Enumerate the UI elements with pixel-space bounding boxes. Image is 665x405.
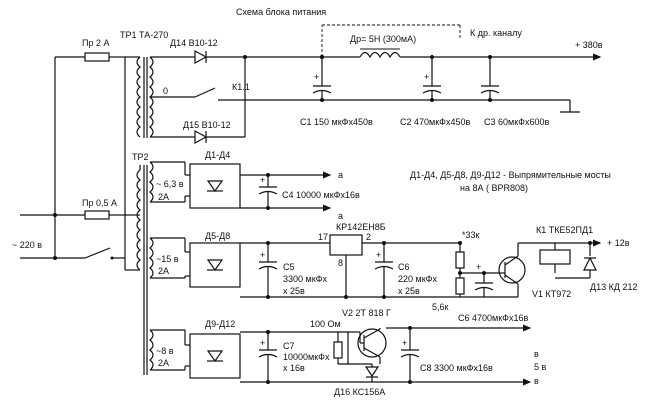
fuse-1: Пр 2 А <box>55 38 125 62</box>
d14-label: Д14 В10-12 <box>170 38 218 48</box>
kr142-label: КР142ЕН8Б <box>336 222 386 232</box>
component-label: 2А <box>158 266 169 276</box>
component-label: х 25в <box>283 286 305 296</box>
component-label: + <box>376 250 381 260</box>
bridge-d5-d8: Д5-Д8 + С5 3300 мкФх х 25в КР142ЕН8Б 17 … <box>150 222 637 323</box>
zero-label: 0 <box>163 86 168 96</box>
component-label: + <box>260 250 265 260</box>
tp1-label: ТР1 ТА-270 <box>120 30 168 40</box>
component-label: 5 в <box>534 362 547 372</box>
bridges-note-1: Д1-Д4, Д5-Д8, Д9-Д12 - Выпрямительные мо… <box>410 170 611 180</box>
c4-label: С4 10000 мкФх16в <box>282 190 360 200</box>
component-label: ~8 в <box>156 346 174 356</box>
c1-label: С1 150 мкФх450в <box>300 117 373 127</box>
schematic-title: Схема блока питания <box>236 7 326 17</box>
fuse-1-label: Пр 2 А <box>82 38 109 48</box>
component-label: х 25в <box>398 286 420 296</box>
plus12-label: + 12в <box>607 238 630 248</box>
mains-switch <box>55 247 125 260</box>
d13-label: Д13 КД 212 <box>590 282 637 292</box>
component-label: Д9-Д12 <box>205 319 235 329</box>
c3-label: С3 60мкФх600в <box>484 117 549 127</box>
component-label: + <box>402 338 407 348</box>
component-label: Д1-Д4 <box>205 150 230 160</box>
component-label: 3300 мкФх <box>283 274 327 284</box>
component-label: 5,6к <box>432 302 449 312</box>
c8-label: С8 3300 мкФх16в <box>420 363 493 373</box>
component-label: + <box>314 72 319 82</box>
component-label: х 16в <box>283 363 305 373</box>
component-label: 100 Ом <box>310 319 341 329</box>
bridge-d1-d4: Д1-Д4 а а + С4 10000 мкФх16в <box>150 150 360 221</box>
choke-label: Др= 5Н (300мА) <box>350 34 416 44</box>
component-label: 220 мкФх <box>398 274 437 284</box>
tp2-label: ТР2 <box>132 152 149 162</box>
d15-label: Д15 В10-12 <box>183 120 231 130</box>
fuse-2-label: Пр 0,5 А <box>82 198 117 208</box>
mains-input: ~ 220 в <box>12 57 57 260</box>
v2-label: V2 2Т 818 Г <box>342 308 391 318</box>
component-label: в <box>534 376 539 386</box>
k1-label: К1 ТКЕ52ПД1 <box>536 225 593 235</box>
transformer-tp1: ТР1 ТА-270 <box>120 30 175 271</box>
other-channel-label: К др. каналу <box>470 28 522 38</box>
component-label: + <box>476 262 481 272</box>
component-label: + <box>260 338 265 348</box>
component-label: 2А <box>158 192 169 202</box>
component-label: ~15 в <box>156 254 179 264</box>
plus380-label: + 380в <box>575 40 603 50</box>
component-label: 17 <box>318 232 328 242</box>
c6-big-label: С6 4700мкФх16в <box>458 313 529 323</box>
component-label: а <box>338 211 343 221</box>
v1-label: V1 КТ972 <box>532 289 571 299</box>
hv-rectifier: Д14 В10-12 Д15 В10-12 0 К1.1 Др= 5Н (300… <box>163 24 603 145</box>
fuse-2: Пр 0,5 А <box>55 198 125 220</box>
component-label: *33к <box>462 230 480 240</box>
component-label: в <box>534 349 539 359</box>
mains-label: ~ 220 в <box>12 240 42 250</box>
component-label: 2 <box>366 232 371 242</box>
component-label: 2А <box>158 358 169 368</box>
c2-label: С2 470мкФх450в <box>400 117 471 127</box>
component-label: С5 <box>283 262 295 272</box>
component-label: С6 <box>398 262 410 272</box>
component-label: 10000мкФх <box>283 352 330 362</box>
component-label: ~ 6,3 в <box>156 179 184 189</box>
component-label: Д5-Д8 <box>205 231 230 241</box>
component-label: а <box>338 170 343 180</box>
component-label: С7 <box>283 341 295 351</box>
d16-label: Д16 КС156А <box>334 387 385 397</box>
bridge-d9-d12: Д9-Д12 + С7 10000мкФх х 16в 100 Ом V2 2Т… <box>150 308 547 397</box>
component-label: 8 <box>338 258 343 268</box>
k11-label: К1.1 <box>232 82 250 92</box>
bridges-note-2: на 8А ( BPR808) <box>460 183 528 193</box>
component-label: + <box>260 175 265 185</box>
component-label: + <box>424 72 429 82</box>
transformer-tp2: ТР2 ~ 6,3 в 2А ~15 в 2А ~8 в 2А <box>125 152 184 375</box>
